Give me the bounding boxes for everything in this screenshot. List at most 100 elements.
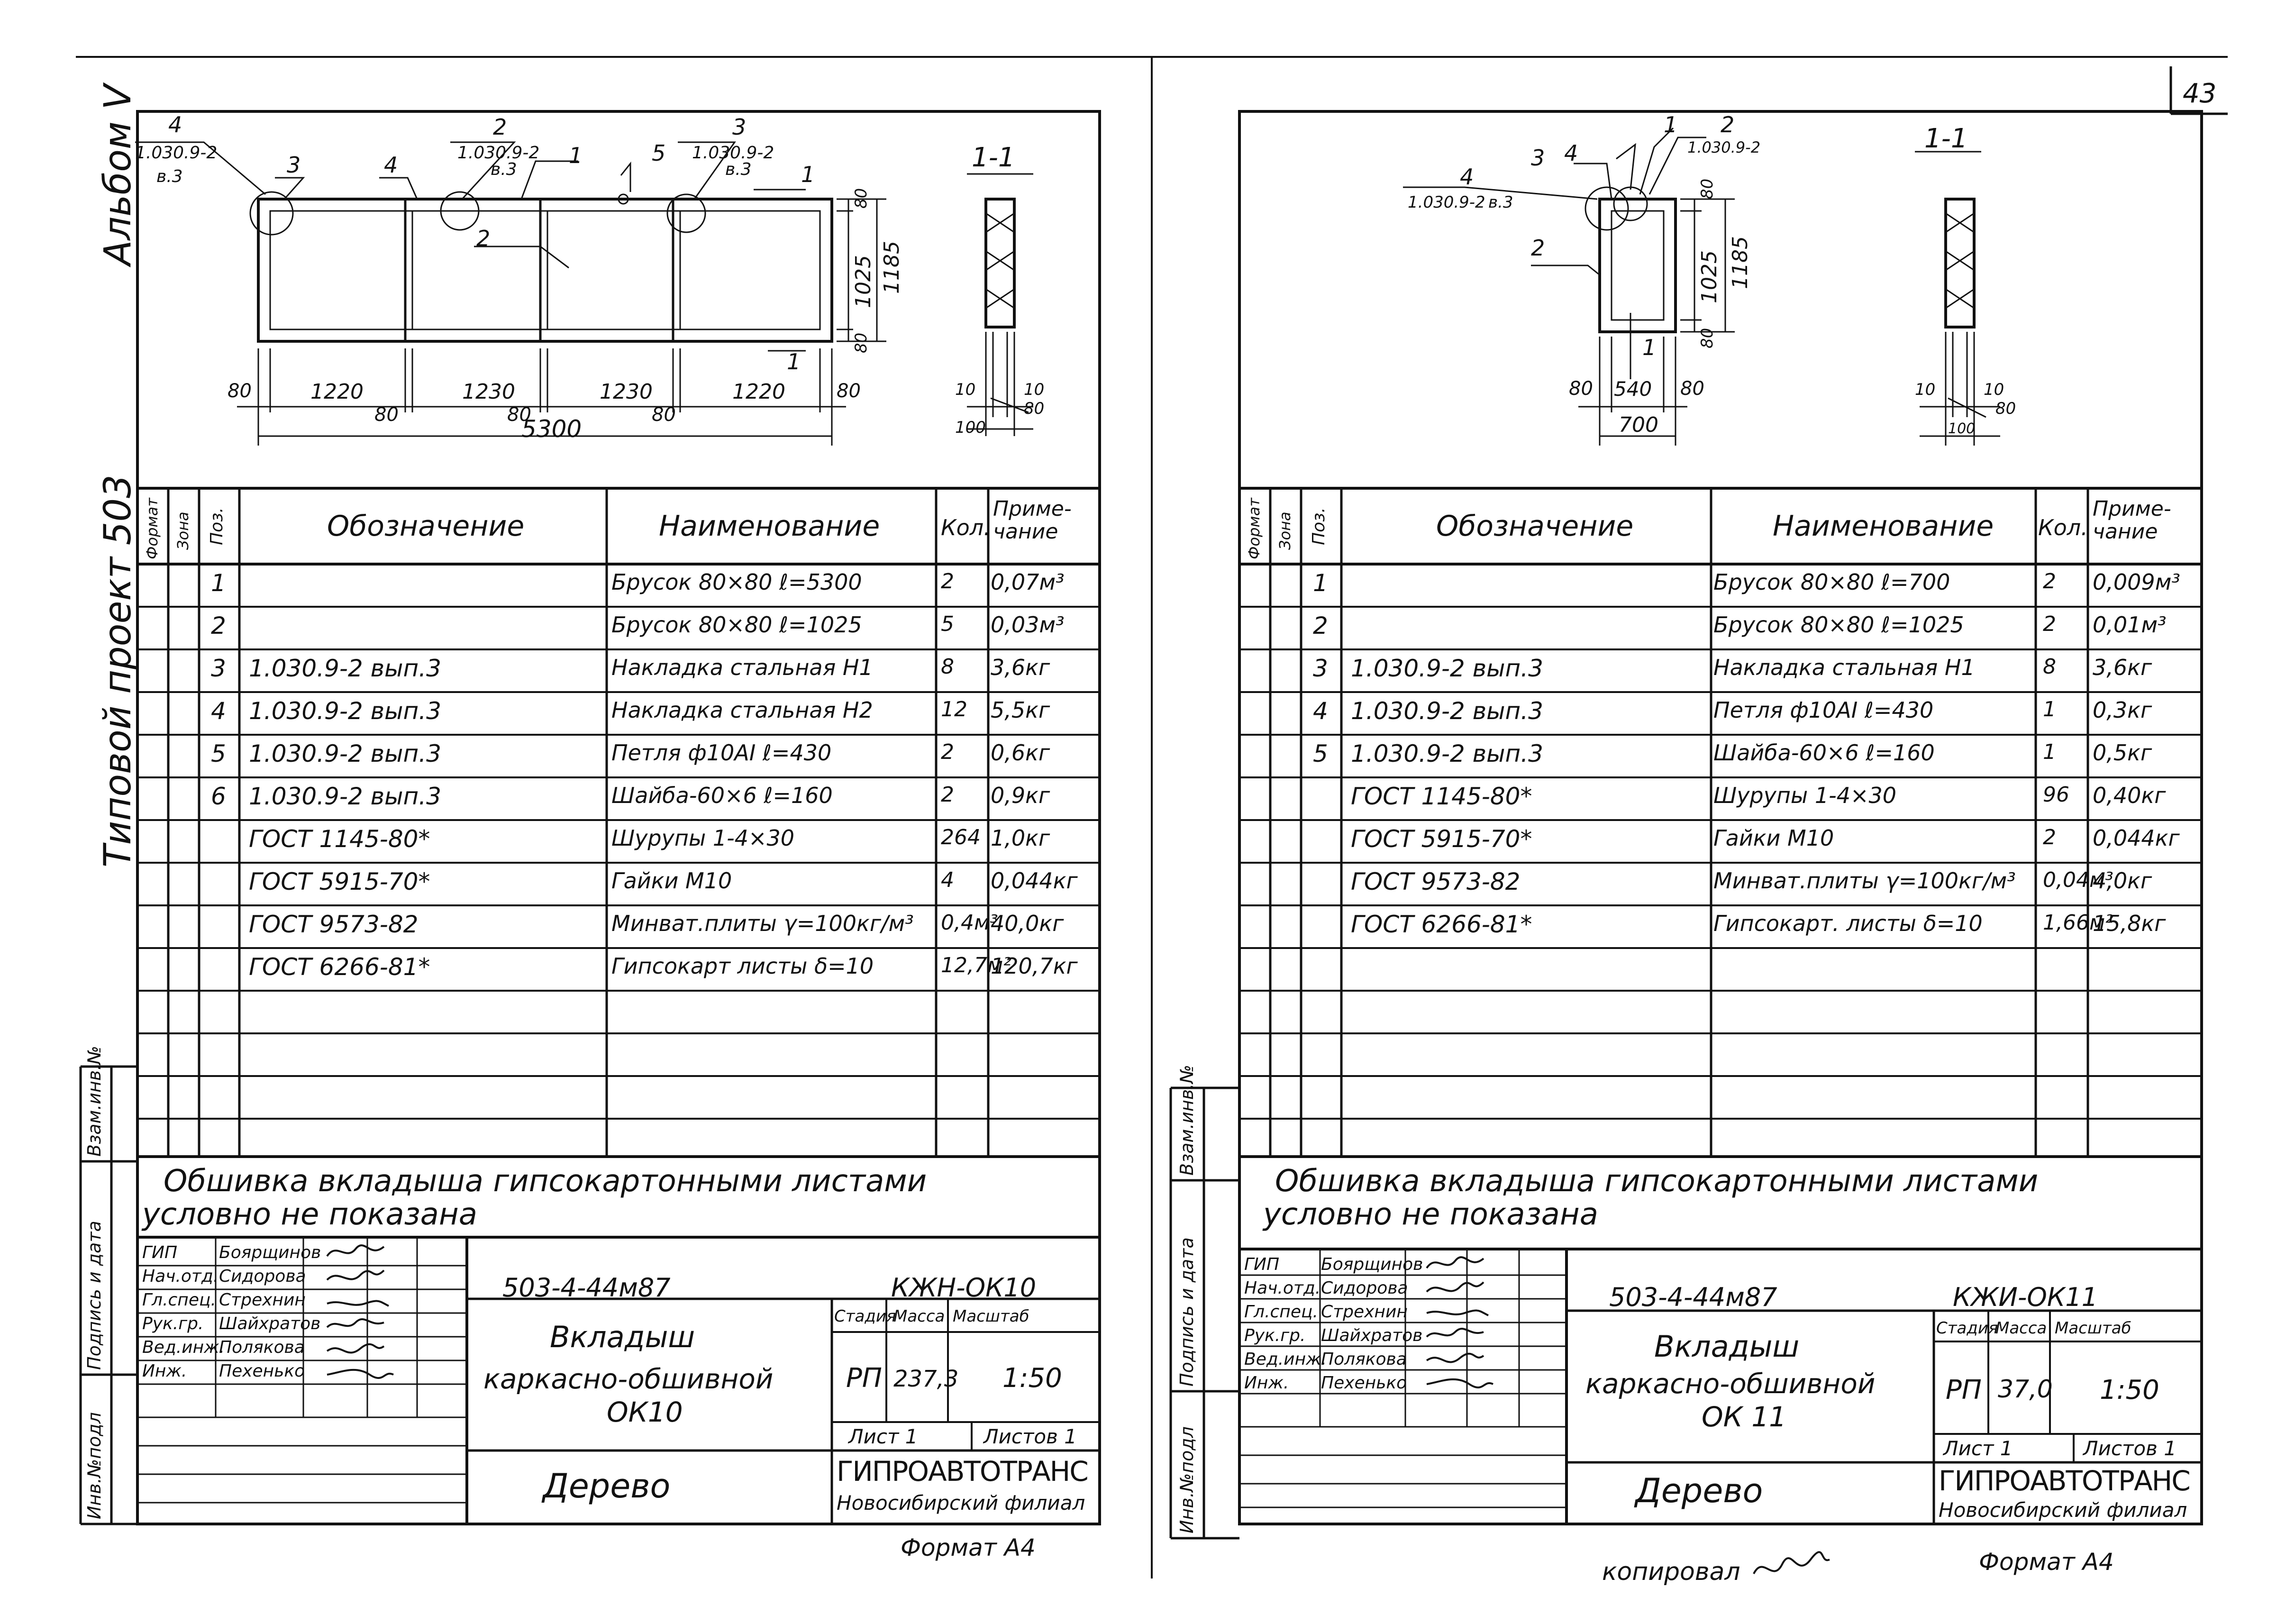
callout-ref: 1.030.9-2 [135,143,218,163]
row-designation: ГОСТ 1145-80* [249,825,430,853]
row-designation: 1.030.9-2 вып.3 [249,783,441,810]
col-name-header: Наименование [659,510,880,543]
r-stamp-title-1: Вкладыш [1654,1329,1800,1364]
row-note: 0,01м³ [2093,612,2167,638]
row-designation: 1.030.9-2 вып.3 [249,655,441,682]
dim-b4: 80 [507,404,531,426]
row-qty: 1 [2043,697,2056,721]
row-note: 5,5кг [991,697,1050,723]
stamp-role: Нач.отд. [142,1267,219,1286]
r-copied-label: копировал [1602,1558,1740,1586]
stamp-title-1: Вкладыш [550,1320,695,1354]
stamp-name: Шайхратов [1321,1326,1423,1345]
row-note: 40,0кг [991,911,1064,936]
row-name: Гайки М10 [1713,825,1834,851]
r-dim-height-inner: 1025 [1697,250,1721,303]
col-format-header: Формат [143,498,161,559]
stamp-role: Гл.спец. [142,1290,216,1310]
stamp-material: Дерево [543,1467,671,1505]
row-qty: 8 [2043,655,2056,679]
stamp-role: ГИП [1244,1255,1280,1274]
r-stamp-sheet: Лист 1 [1943,1437,2013,1460]
stamp-name: Пехенько [1321,1373,1407,1393]
row-note: 0,009м³ [2093,569,2180,595]
r-dim-corner-bottom: 80 [1698,328,1717,348]
r-stamp-code: 503-4-44м87 [1609,1282,1777,1312]
row-pos: 4 [211,697,226,725]
r-note-line-2: условно не показана [1263,1197,1598,1232]
stamp-sheets: Листов 1 [984,1425,1077,1448]
dim-b0: 80 [228,380,252,402]
r-dim-total: 700 [1619,413,1658,437]
dim-b1: 1220 [310,380,364,404]
row-note: 0,044кг [991,868,1078,894]
callout-ref-2-variant: в.3 [491,160,517,179]
row-qty: 2 [941,740,954,764]
row-note: 0,044кг [2093,825,2180,851]
r-dim-height-outer: 1185 [1728,236,1752,289]
section-dim-100: 100 [955,418,986,437]
row-name: Брусок 80×80 ℓ=1025 [611,612,862,638]
col-zone-header: Зона [174,511,192,550]
row-qty: 0,04м³ [2043,868,2113,892]
stamp-role: Инж. [142,1361,187,1381]
row-note: 1,0кг [991,825,1050,851]
row-name: Брусок 80×80 ℓ=1025 [1713,612,1964,638]
r-stamp-mark: КЖИ-ОК11 [1953,1282,2098,1312]
r-col-note-header: Приме-чание [2093,497,2171,544]
dim-corner-top: 80 [852,188,871,209]
note-line-2: условно не показана [142,1197,477,1232]
r-callout-ref-variant: в.3 [1488,193,1513,212]
row-qty: 96 [2043,783,2069,807]
r-stamp-title-3: ОК 11 [1702,1401,1787,1433]
row-note: 0,3кг [2093,697,2152,723]
r-callout-4: 4 [1564,140,1578,166]
r-section-dim-80: 80 [1995,399,2016,418]
stamp-stage: РП [846,1363,882,1394]
r-stamp-sheets: Листов 1 [2083,1437,2177,1460]
note-line-1: Обшивка вкладыша гипсокартонными листами [164,1164,927,1199]
r-stamp-stage-header: Стадия [1936,1319,1998,1338]
stamp-name: Полякова [1321,1350,1407,1369]
row-designation: 1.030.9-2 вып.3 [249,740,441,767]
r-callout-2: 2 [1721,112,1735,137]
row-name: Накладка стальная Н2 [611,697,873,723]
row-name: Шайба-60×6 ℓ=160 [611,783,833,808]
stamp-stage-header: Стадия [834,1307,896,1326]
row-pos: 5 [1313,740,1328,767]
stamp-name: Сидорова [1321,1278,1408,1298]
dim-b8: 80 [837,380,861,402]
dim-corner-bottom: 80 [852,332,871,353]
row-note: 15,8кг [2093,911,2166,936]
stamp-name: Стрехнин [1321,1302,1408,1322]
stamp-mass: 237,3 [893,1366,959,1392]
row-name: Накладка стальная Н1 [1713,655,1975,680]
section-dim-10b: 10 [1024,380,1045,399]
dim-b3: 1230 [462,380,515,404]
section-dim-80: 80 [1024,399,1045,418]
callout-3a: 3 [287,152,301,178]
row-pos: 5 [211,740,226,767]
row-qty: 2 [941,569,954,593]
row-name: Гипсокарт листы δ=10 [611,953,874,979]
stamp-role: Рук.гр. [142,1314,204,1333]
r-col-pos-header: Поз. [1309,507,1329,545]
row-name: Петля ф10АI ℓ=430 [611,740,832,766]
album-label: Альбом V [97,84,139,265]
row-pos: 1 [211,569,226,597]
section-view-label: 1-1 [972,142,1015,173]
dim-b5: 1230 [600,380,653,404]
row-designation: ГОСТ 9573-82 [249,911,419,938]
row-designation: ГОСТ 1145-80* [1351,783,1532,810]
r-section-dim-100: 100 [1948,420,1976,437]
row-pos: 3 [1313,655,1328,682]
r-stamp-scale: 1:50 [2100,1375,2159,1405]
row-name: Минват.плиты γ=100кг/м³ [611,911,914,936]
row-pos: 3 [211,655,226,682]
stamp-title-2: каркасно-обшивной [483,1363,774,1395]
row-pos: 2 [1313,612,1328,639]
stamp-sheet: Лист 1 [848,1425,918,1448]
row-note: 3,6кг [991,655,1050,680]
dim-height-outer: 1185 [880,241,904,294]
row-note: 0,6кг [991,740,1050,766]
